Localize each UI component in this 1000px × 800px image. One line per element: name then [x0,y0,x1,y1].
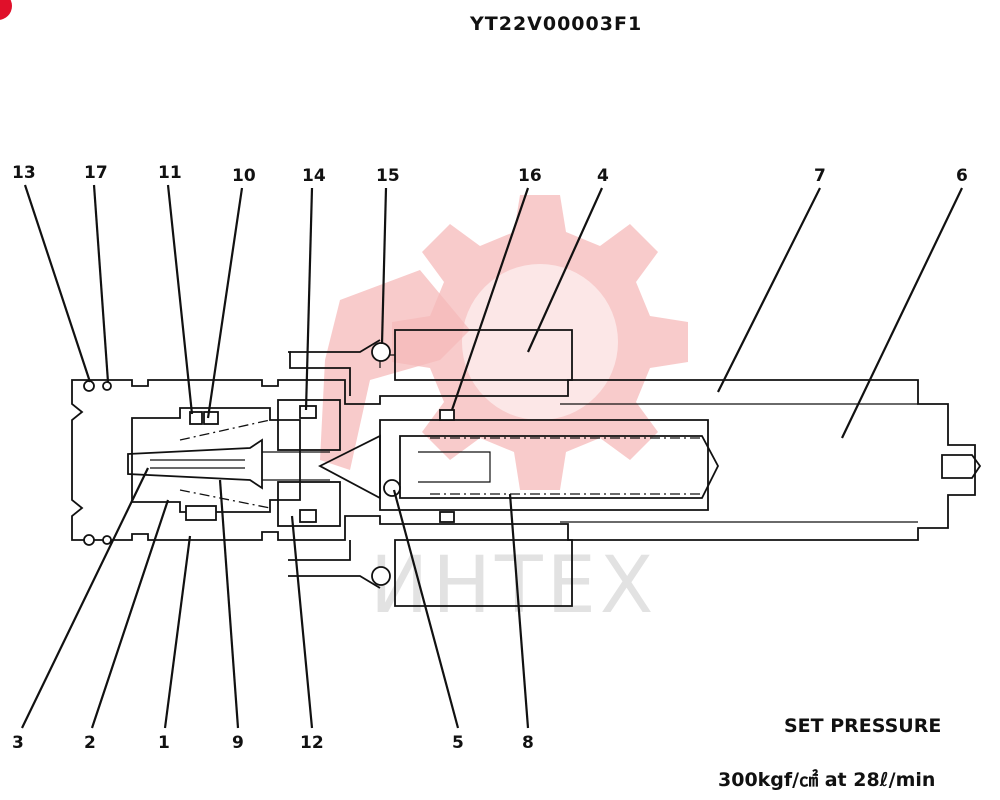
corner-mark-icon [0,0,12,20]
callout-10: 10 [232,166,256,186]
callout-8: 8 [522,733,534,753]
leader-lines [21,184,963,729]
callout-11: 11 [158,163,182,183]
callout-5: 5 [452,733,464,753]
callout-17: 17 [84,163,108,183]
callout-7: 7 [814,166,826,186]
drawing-code: YT22V00003F1 [469,13,642,35]
callout-2: 2 [84,733,96,753]
callout-9: 9 [232,733,244,753]
callout-16: 16 [518,166,542,186]
pressure-value: 300kgf/㎠ at 28ℓ/min [718,768,935,791]
callout-15: 15 [376,166,400,186]
watermark-text: ИНТЕХ [370,541,657,631]
callout-1: 1 [158,733,170,753]
callout-labels-top: 13 17 11 10 14 15 16 4 7 6 [12,163,968,186]
set-pressure-label: SET PRESSURE [784,715,941,737]
watermark-gear-icon [320,195,688,490]
callout-13: 13 [12,163,36,183]
callout-12: 12 [300,733,324,753]
callout-labels-bottom: 3 2 1 9 12 5 8 [12,733,534,753]
callout-3: 3 [12,733,24,753]
callout-4: 4 [597,166,609,186]
callout-6: 6 [956,166,968,186]
callout-14: 14 [302,166,326,186]
